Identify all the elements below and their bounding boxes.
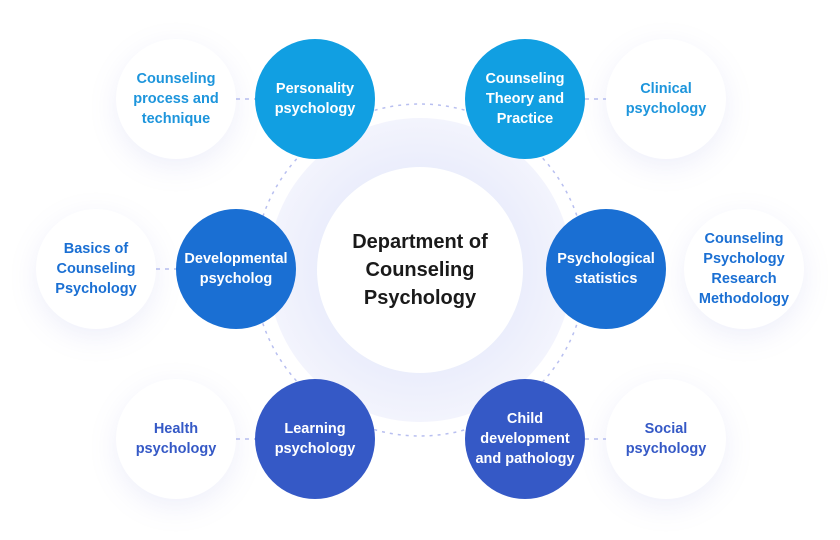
core-learning-psychology: Learning psychology <box>255 379 375 499</box>
center-title: Department of Counseling Psychology <box>352 231 488 309</box>
satellite-clinical-psychology: Clinical psychology <box>606 39 726 159</box>
node-label: Personality psychology <box>274 81 356 117</box>
center-node: Department of Counseling Psychology <box>317 167 523 373</box>
satellite-counseling-process: Counseling process and technique <box>116 39 236 159</box>
satellite-social-psychology: Social psychology <box>606 379 726 499</box>
core-child-development: Child development and pathology <box>465 379 585 499</box>
node-label: Child development and pathology <box>475 411 575 467</box>
satellite-health-psychology: Health psychology <box>116 379 236 499</box>
node-label: Learning psychology <box>274 421 356 457</box>
satellite-basics-counseling: Basics of Counseling Psychology <box>36 209 156 329</box>
node-label: Counseling Psychology Research Methodolo… <box>698 231 790 307</box>
core-counseling-theory: Counseling Theory and Practice <box>465 39 585 159</box>
node-label: Clinical psychology <box>625 81 707 117</box>
core-personality-psychology: Personality psychology <box>255 39 375 159</box>
node-label: Basics of Counseling Psychology <box>55 241 137 297</box>
node-label: Developmental psycholog <box>184 251 288 287</box>
core-psychological-statistics: Psychological statistics <box>546 209 666 329</box>
node-label: Health psychology <box>135 421 217 457</box>
node-label: Psychological statistics <box>557 251 655 287</box>
node-label: Social psychology <box>625 421 707 457</box>
core-developmental-psychology: Developmental psycholog <box>176 209 296 329</box>
node-label: Counseling Theory and Practice <box>485 71 565 127</box>
node-label: Counseling process and technique <box>133 71 219 127</box>
satellite-research-methodology: Counseling Psychology Research Methodolo… <box>684 209 804 329</box>
